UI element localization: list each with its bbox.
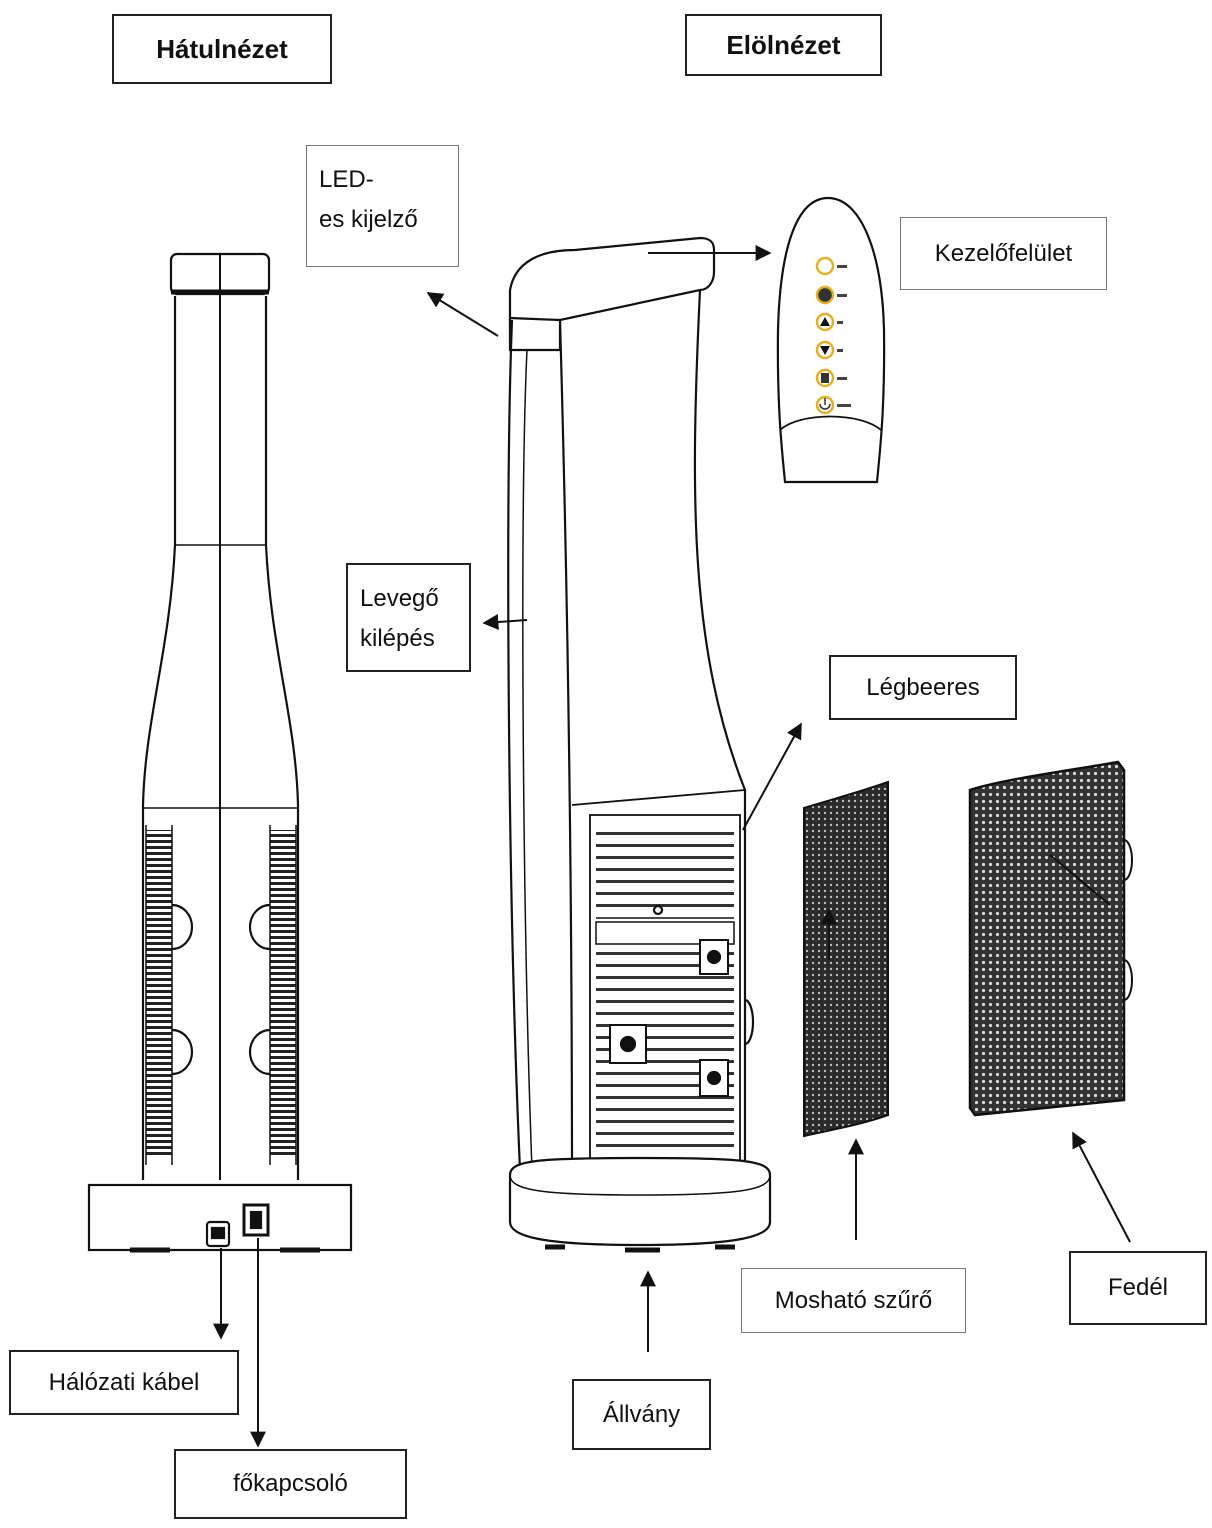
led-display-label-line1: LED- — [319, 166, 374, 193]
wave-mode-button-icon — [815, 256, 835, 276]
main-switch-label: főkapcsoló — [174, 1449, 407, 1519]
air-outlet-label-line2: kilépés — [360, 625, 435, 652]
led-display-arrow — [426, 292, 499, 337]
control-buttons — [815, 256, 851, 415]
down-triangle-icon — [820, 346, 830, 355]
cover-illustration — [968, 760, 1133, 1117]
power-symbol-icon — [819, 398, 831, 410]
control-panel-label: Kezelőfelület — [900, 217, 1107, 290]
air-inlet-label: Légbeeres — [829, 655, 1017, 720]
front-view-heading: Elölnézet — [685, 14, 882, 76]
timer-button-icon — [815, 285, 835, 305]
air-outlet-arrow — [482, 614, 528, 630]
control-panel-illustration — [776, 196, 886, 484]
led-display-label-line2: es kijelző — [319, 206, 418, 233]
back-view-heading: Hátulnézet — [112, 14, 332, 84]
led-display-label: LED- es kijelző — [306, 145, 459, 267]
cover-arrow — [1072, 1131, 1131, 1243]
back-view-tower — [87, 252, 353, 1253]
power-cable-label: Hálózati kábel — [9, 1350, 239, 1415]
stand-label: Állvány — [572, 1379, 711, 1450]
air-outlet-label-line1: Levegő — [360, 585, 439, 612]
up-triangle-icon — [820, 317, 830, 326]
mode-square-icon — [821, 373, 829, 383]
air-inlet-arrow — [742, 722, 802, 831]
washable-filter-label: Mosható szűrő — [741, 1268, 966, 1333]
washable-filter-illustration — [803, 780, 889, 1138]
cover-label: Fedél — [1069, 1251, 1207, 1325]
front-view-tower — [507, 236, 772, 1253]
air-outlet-label: Levegő kilépés — [346, 563, 471, 672]
